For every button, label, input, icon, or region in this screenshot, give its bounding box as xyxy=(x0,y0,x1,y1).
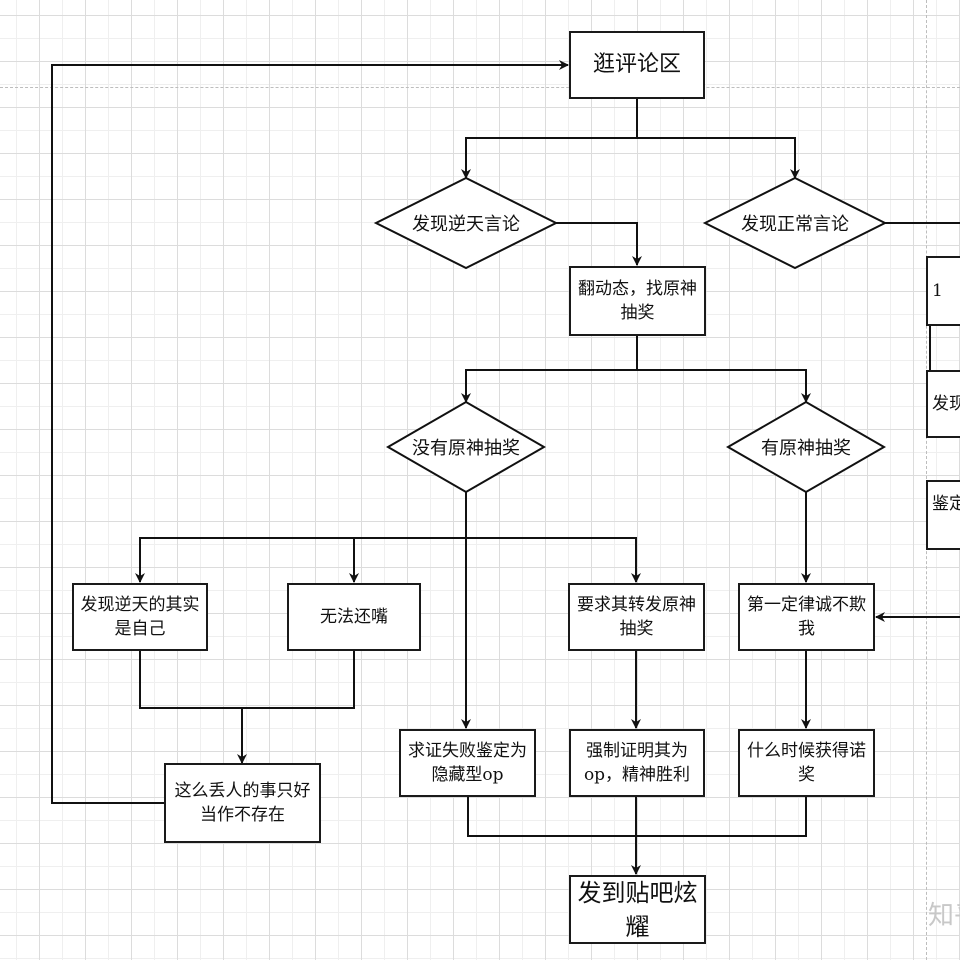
node-verify-failed[interactable]: 求证失败鉴定为隐藏型op xyxy=(399,729,536,797)
edge-loop-back xyxy=(51,60,569,804)
decision-has-genshin-shape xyxy=(725,400,887,494)
node-force-prove[interactable]: 强制证明其为op，精神胜利 xyxy=(569,729,705,797)
decision-outrageous-shape xyxy=(373,176,559,270)
decision-normal-shape xyxy=(702,176,888,270)
decision-outrageous[interactable]: 发现逆天言论 xyxy=(412,214,520,235)
node-right-clipped-3[interactable]: 鉴定 xyxy=(926,480,960,550)
node-start[interactable]: 逛评论区 xyxy=(569,31,705,99)
node-nobel-prize[interactable]: 什么时候获得诺奖 xyxy=(738,729,875,797)
node-right-clipped-2[interactable]: 发现 xyxy=(926,370,960,438)
node-cannot-retort[interactable]: 无法还嘴 xyxy=(287,583,421,651)
edge-start-split xyxy=(461,98,638,179)
decision-no-genshin-shape xyxy=(385,400,547,494)
decision-no-genshin[interactable]: 没有原神抽奖 xyxy=(412,438,520,459)
decision-has-genshin[interactable]: 有原神抽奖 xyxy=(761,438,851,459)
node-pretend-nonexistent[interactable]: 这么丢人的事只好当作不存在 xyxy=(164,763,321,843)
edge-check-has xyxy=(637,369,811,403)
node-demand-repost[interactable]: 要求其转发原神抽奖 xyxy=(568,583,705,651)
watermark: 知乎 xyxy=(928,901,960,931)
node-first-law[interactable]: 第一定律诚不欺我 xyxy=(738,583,875,651)
edge-no-split xyxy=(135,492,467,583)
edge-start-normal xyxy=(637,137,800,179)
decision-normal[interactable]: 发现正常言论 xyxy=(741,214,849,235)
edge-self-merge xyxy=(139,651,355,709)
edge-outrageous-check xyxy=(556,222,642,266)
node-post-tieba[interactable]: 发到贴吧炫耀 xyxy=(569,875,706,944)
edge-no-demand xyxy=(466,537,641,583)
node-right-clipped-1[interactable]: 1 xyxy=(926,256,960,326)
node-check-profile[interactable]: 翻动态，找原神抽奖 xyxy=(569,266,706,336)
node-self-is-outrageous[interactable]: 发现逆天的其实是自己 xyxy=(72,583,208,651)
edge-check-split xyxy=(461,335,638,403)
page-break-guide-horizontal xyxy=(0,87,960,88)
